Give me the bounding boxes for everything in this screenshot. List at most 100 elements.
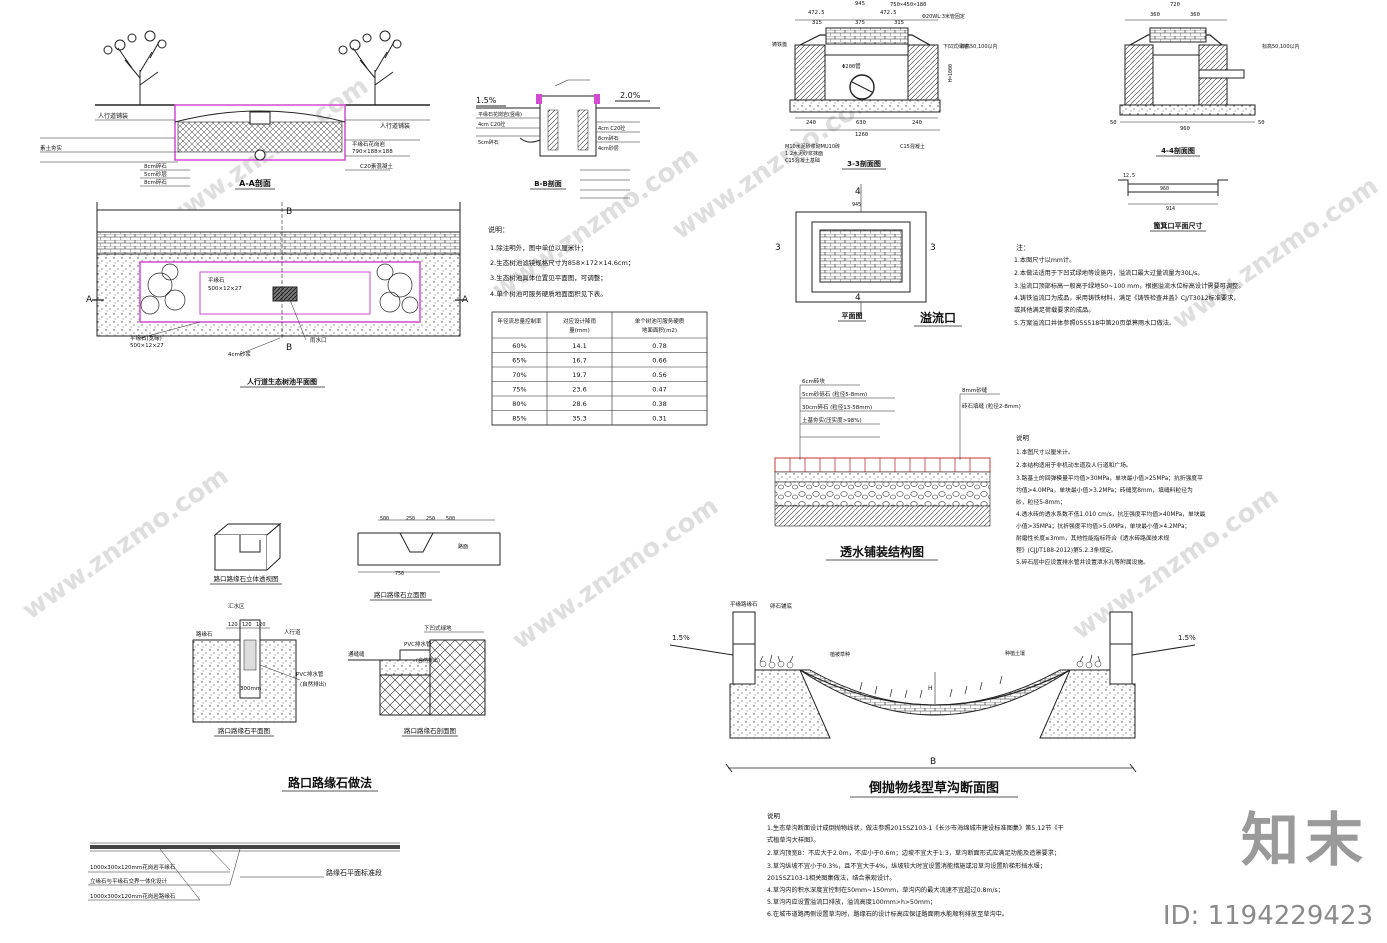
bb-label: 8cm碎石 bbox=[598, 135, 619, 142]
table-cell: 80% bbox=[512, 400, 526, 408]
layer-label: 8mm砂缝 bbox=[962, 386, 988, 394]
dim-text: 630 bbox=[856, 120, 866, 126]
marker-3: 3 bbox=[930, 243, 936, 253]
permeable-notes: 说明 1.本图尺寸以厘米计。 2.本结构适用于非机动车道及人行道和广场。 3.路… bbox=[1016, 433, 1206, 566]
aa-label: 790×188×188 bbox=[352, 149, 393, 155]
notes-tree-pit: 说明： 1.除注明外，图中单位以厘米计； 2.生态树池滤镜规格尺寸为858×17… bbox=[488, 225, 634, 298]
note-line: 1.本图尺寸以mm计。 bbox=[1014, 256, 1075, 264]
swale-slope: 1.5% bbox=[1178, 634, 1196, 642]
dim-text: 750 bbox=[395, 571, 404, 577]
aa-label: 5cm砂层 bbox=[144, 170, 167, 178]
bb-label: 4cm C20砼 bbox=[478, 121, 505, 128]
note-line: 程》(CJJ/T188-2012)第5.2.3条规定。 bbox=[1016, 546, 1117, 554]
curb-plan-standard: 1000x300x120mm花岗岩平缘石 立缘石与平缘石交界一体化设计 1000… bbox=[88, 842, 400, 901]
note-line: 4.透水砖的透水系数不低1.010 cm/s，抗压强度平均值>40MPa，单块最 bbox=[1016, 510, 1206, 518]
note-line: 3.溢流口顶部标高一般高于绿地50~100 mm，根据溢流水位标高设计需要可调整… bbox=[1014, 282, 1244, 290]
curb-label: 120 bbox=[242, 622, 252, 628]
overflow-label: C15混凝土 bbox=[900, 143, 925, 150]
table-cell: 0.38 bbox=[652, 400, 666, 408]
curb-label: 路面 bbox=[458, 543, 468, 550]
section-bb-title: B-B剖面 bbox=[534, 179, 562, 188]
table-frame bbox=[491, 311, 708, 426]
curb-std-label: 1000x300x120mm花岗岩路缘石 bbox=[90, 892, 176, 900]
table-cell: 14.1 bbox=[572, 342, 586, 350]
section-bb: 1.5% 2.0% 平缘石花岗岩(竖缘) 4cm C20砼 5cm碎石 4cm … bbox=[476, 79, 660, 199]
dim-text: 315 bbox=[894, 20, 904, 26]
overflow-label: 铸铁篦 bbox=[772, 41, 787, 48]
dim-text: 914 bbox=[1166, 206, 1175, 212]
dim-text: 250 bbox=[406, 516, 415, 522]
curb-sec-title: 路口路缘石剖面图 bbox=[404, 726, 456, 735]
note-line: 2.生态树池滤镜规格尺寸为858×172×14.6cm； bbox=[490, 258, 634, 267]
section-aa: 人行道铺装 人行道铺装 平缘石花岗岩 790×188×188 素土夯实 8cm碎… bbox=[40, 30, 469, 388]
table-header: 地面面积(m2) bbox=[642, 326, 677, 334]
marker-b: B bbox=[286, 207, 292, 217]
layer-label: 砖石填缝 (粒径2-8mm) bbox=[962, 402, 1021, 410]
marker-4: 4 bbox=[855, 187, 861, 197]
plan-label: 4cm砂浆 bbox=[228, 350, 251, 358]
dim-text: 500 bbox=[446, 516, 455, 522]
watermark-text: www.znzmo.com bbox=[1167, 171, 1384, 336]
overflow-label: H=1000 bbox=[948, 64, 954, 82]
table-cell: 60% bbox=[512, 342, 526, 350]
note-line: 1.除注明外，图中单位以厘米计； bbox=[490, 243, 587, 252]
table-header: 对应设计降雨 bbox=[563, 317, 597, 325]
permeable-title: 透水铺装结构图 bbox=[840, 544, 924, 559]
note-line: 4.草沟内的积水深度宜控制在50mm~150mm，草沟内的最大流速不宜超过0.8… bbox=[767, 886, 1004, 894]
dim-text: 240 bbox=[912, 120, 922, 126]
table-cell: 75% bbox=[512, 386, 526, 394]
swale-section: H 1.5% 1.5% 平缘路缘石 卵石铺底 植被草种 种植土壤 B 倒抛物线型… bbox=[669, 600, 1196, 798]
bb-slope: 1.5% bbox=[476, 96, 497, 105]
note-line: 6.在城市道路两侧设置草沟时，路缘石的设计标高应保证路面雨水能顺利排放至草沟中。 bbox=[767, 910, 1008, 918]
service-area-table: 年径流总量控制率对应设计降雨量(mm)单个树池可服务硬质地面面积(m2)60%1… bbox=[491, 311, 708, 426]
dim-text: 472.5 bbox=[880, 10, 897, 16]
note-line: 耐磨性长度≤3mm，其他性能指标符合《透水砖路面技术规 bbox=[1016, 534, 1169, 542]
note-line: 式植草沟大样图》。 bbox=[767, 836, 820, 844]
brand-logo: 知末 bbox=[1240, 806, 1369, 874]
grate-title: 篦箕口平面尺寸 bbox=[1154, 221, 1203, 230]
tree-left-icon bbox=[103, 30, 167, 105]
pipe-label: Φ200管 bbox=[842, 62, 861, 70]
note-line: 2.本结构适用于非机动车道及人行道和广场。 bbox=[1016, 461, 1132, 469]
bb-label: 5cm碎石 bbox=[478, 139, 499, 146]
swale-width: B bbox=[930, 757, 936, 767]
curb-label: 120 bbox=[228, 622, 238, 628]
dim-text: 360 bbox=[1190, 12, 1200, 18]
table-cell: 23.6 bbox=[572, 386, 586, 394]
note-line: 4.单个树池可服务硬质地面面积见下表。 bbox=[490, 289, 607, 298]
layer-label: 30cm碎石 (粒径13-58mm) bbox=[802, 403, 872, 411]
aa-label: 8cm碎石 bbox=[144, 178, 167, 186]
aa-label: C20素混凝土 bbox=[360, 162, 393, 170]
curb-std-label: 1000x300x120mm花岗岩平缘石 bbox=[90, 863, 176, 871]
notes-header: 说明 bbox=[1016, 433, 1030, 442]
table-header: 单个树池可服务硬质 bbox=[635, 317, 685, 325]
table-cell: 16.7 bbox=[572, 357, 586, 365]
overflow-label: M10水泥砂浆砌MU10砖 bbox=[785, 143, 840, 150]
aa-label: 平缘石花岗岩 bbox=[352, 140, 386, 148]
curb-label: 路缘石 bbox=[196, 630, 213, 638]
dim-text: 472.5 bbox=[808, 10, 825, 16]
plan-label: 平缘石(宽缘) bbox=[130, 334, 162, 342]
note-line: 或其他满足荷载要求的成品。 bbox=[1014, 306, 1094, 314]
aa-label: 8cm碎石 bbox=[144, 162, 167, 170]
note-line: 均值>4.0MPa，单块最小值>3.2MPa；砖缝宽8mm，填缝料粒径为 bbox=[1016, 486, 1193, 494]
curb-std-label: 立缘石与平缘石交界一体化设计 bbox=[90, 877, 168, 885]
curb-label: 汇水区 bbox=[228, 602, 245, 610]
dim-text: 960 bbox=[1160, 186, 1169, 192]
table-cell: 0.56 bbox=[652, 371, 666, 379]
overflow-plan-title: 平面图 bbox=[842, 311, 863, 320]
overflow-section-33: 945 472.5 472.5 315 375 315 1260 240 240… bbox=[772, 1, 998, 170]
table-cell: 65% bbox=[512, 357, 526, 365]
table-cell: 0.31 bbox=[652, 415, 666, 423]
layer-label: 6cm砖块 bbox=[802, 377, 825, 385]
overflow-label: Φ20WL:3米管固定 bbox=[922, 13, 965, 20]
curb-elev-title: 路口路缘石立面图 bbox=[374, 590, 426, 599]
overflow-label: 1:2水泥砂浆抹面 bbox=[785, 150, 823, 157]
dim-text: 945 bbox=[852, 202, 861, 208]
note-line: 3.草沟纵坡不宜小于0.3%，且不宜大于4%，纵坡较大时宜设置消能措施或沿草沟设… bbox=[767, 862, 1046, 870]
overflow-label: 标高50,100以内 bbox=[960, 43, 998, 50]
table-cell: 19.7 bbox=[572, 371, 586, 379]
table-cell: 0.78 bbox=[652, 342, 666, 350]
dim-text: 1260 bbox=[855, 132, 868, 138]
marker-3: 3 bbox=[775, 243, 781, 253]
